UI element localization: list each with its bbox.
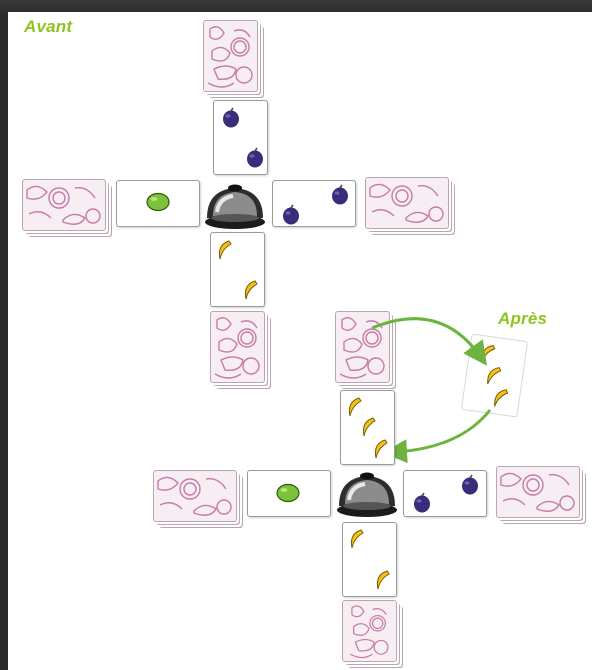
card-deck[interactable] [342,600,397,662]
face-up-card-bottom[interactable] [342,522,397,597]
face-up-card-top[interactable] [340,390,395,465]
plum-icon [411,492,433,514]
face-up-card-right[interactable] [403,470,487,517]
lime-icon [275,482,301,504]
face-up-card-left[interactable] [247,470,331,517]
banana-icon [371,438,391,460]
bell-icon[interactable] [335,468,399,523]
banana-icon [345,396,365,418]
card-deck[interactable] [153,470,237,522]
banana-icon [347,528,367,550]
banana-icon [359,416,379,438]
card-deck[interactable] [496,466,580,518]
plum-icon [459,474,481,496]
banana-icon [373,569,393,591]
